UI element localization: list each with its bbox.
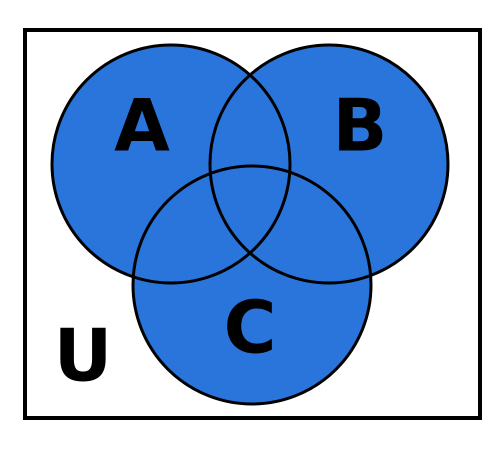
universe-label: U: [54, 314, 112, 398]
set-a-circle: [50, 43, 292, 285]
set-b-label: B: [333, 84, 388, 168]
set-c-label: C: [224, 286, 277, 370]
set-outlines: [50, 43, 450, 406]
set-c-fill: [133, 166, 371, 404]
set-a-label: A: [114, 84, 170, 168]
set-b-circle: [208, 43, 450, 285]
set-fills: [52, 45, 448, 404]
set-c-circle: [131, 164, 373, 406]
